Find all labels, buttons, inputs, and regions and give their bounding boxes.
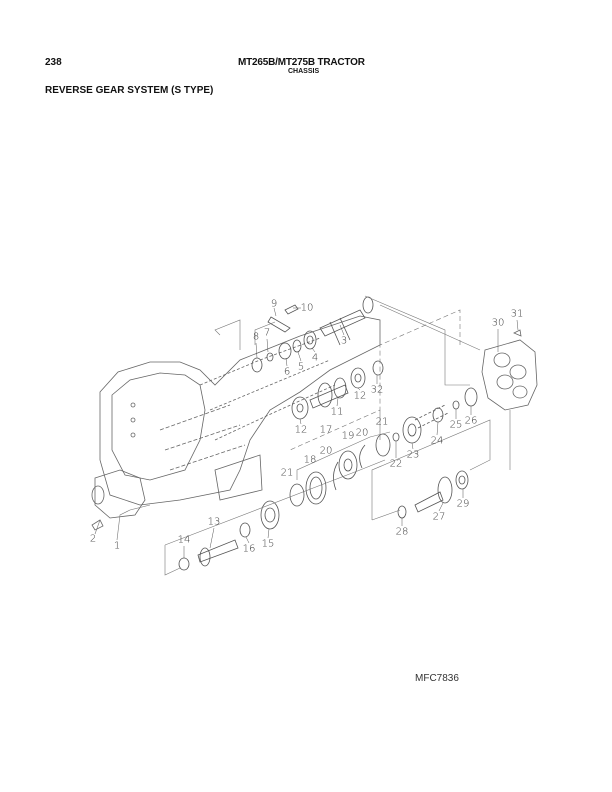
part-callout: 6	[283, 366, 291, 378]
part-callout: 16	[242, 543, 256, 555]
reverse-idler-shaft-group	[251, 296, 374, 373]
part-callout: 28	[395, 526, 409, 538]
assembly-guide-lines	[94, 295, 511, 576]
callout-leader-lines	[183, 307, 519, 558]
part-callout: 21	[375, 416, 389, 428]
part-callout: 17	[319, 424, 333, 436]
part-callout: 21	[280, 467, 294, 479]
part-callout: 3	[340, 335, 348, 347]
part-callout: 13	[207, 516, 221, 528]
part-callout: 15	[261, 538, 275, 550]
part-callout: 10	[300, 302, 314, 314]
part-callout: 9	[270, 298, 278, 310]
part-callout: 19	[341, 430, 355, 442]
part-callout: 24	[430, 435, 444, 447]
part-callout: 26	[464, 415, 478, 427]
part-callout: 25	[449, 419, 463, 431]
part-callout: 7	[263, 327, 271, 339]
part-callout: 12	[353, 390, 367, 402]
part-callout: 14	[177, 534, 191, 546]
part-callout: 1	[113, 540, 121, 552]
part-callout: 20	[355, 427, 369, 439]
part-callout: 29	[456, 498, 470, 510]
part-callout: 8	[252, 331, 260, 343]
part-callout: 12	[294, 424, 308, 436]
figure-code: MFC7836	[415, 673, 459, 684]
output-shaft-group	[397, 470, 469, 519]
part-callout: 4	[311, 352, 319, 364]
part-callout: 11	[330, 406, 344, 418]
section-title: REVERSE GEAR SYSTEM (S TYPE)	[45, 85, 214, 96]
part-callout: 23	[406, 449, 420, 461]
part-callout: 27	[432, 511, 446, 523]
part-callout: 32	[370, 384, 384, 396]
document-title: MT265B/MT275B TRACTOR	[238, 57, 365, 68]
part-callout: 31	[510, 308, 524, 320]
document-subtitle: CHASSIS	[288, 68, 320, 75]
part-callout: 30	[491, 317, 505, 329]
input-shaft-group	[178, 500, 280, 571]
part-callout: 2	[89, 533, 97, 545]
part-callout: 22	[389, 458, 403, 470]
synchronizer-group	[289, 387, 478, 507]
part-callout: 5	[297, 361, 305, 373]
page-number: 238	[45, 57, 62, 68]
part-callout: 20	[319, 445, 333, 457]
part-callout: 18	[303, 454, 317, 466]
rear-cover	[481, 329, 538, 411]
